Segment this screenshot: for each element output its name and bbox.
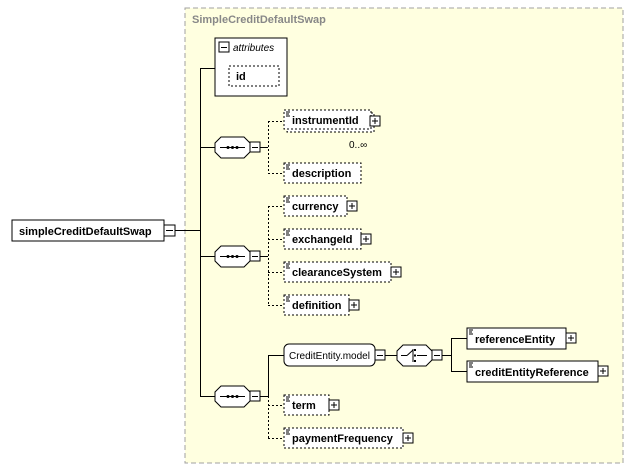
element-currency[interactable]: currency: [283, 195, 348, 217]
sequence-1-collapse-icon[interactable]: [249, 141, 261, 153]
choice-collapse-icon[interactable]: [431, 349, 443, 361]
element-term[interactable]: term: [283, 394, 330, 416]
sequence-3-collapse-icon[interactable]: [249, 390, 261, 402]
paymentFrequency-expand-icon[interactable]: [402, 432, 414, 444]
element-paymentFrequency[interactable]: paymentFrequency: [283, 427, 404, 449]
complex-type-title: SimpleCreditDefaultSwap: [192, 14, 326, 26]
exchangeId-content-icon: [286, 230, 290, 236]
element-term-label: term: [292, 400, 316, 412]
element-creditEntityReference[interactable]: creditEntityReference: [466, 360, 599, 383]
referenceEntity-expand-icon[interactable]: [565, 332, 577, 344]
element-currency-label: currency: [292, 201, 339, 213]
root-element[interactable]: simpleCreditDefaultSwap: [11, 219, 165, 242]
exchangeId-expand-icon[interactable]: [360, 233, 372, 245]
element-instrumentId[interactable]: instrumentId: [283, 109, 375, 133]
element-exchangeId[interactable]: exchangeId: [283, 228, 362, 250]
creditEntityReference-expand-icon[interactable]: [597, 365, 609, 377]
term-expand-icon[interactable]: [328, 399, 340, 411]
element-referenceEntity[interactable]: referenceEntity: [466, 327, 567, 350]
creditEntityReference-content-icon: [469, 362, 473, 368]
attribute-id[interactable]: id: [228, 65, 280, 87]
sequence-2-compositor[interactable]: [214, 245, 251, 268]
element-creditEntityReference-label: creditEntityReference: [475, 367, 589, 379]
clearanceSystem-content-icon: [286, 263, 290, 269]
definition-content-icon: [286, 296, 290, 302]
group-CreditEntity-model-label: CreditEntity.model: [289, 351, 370, 362]
attributes-collapse-icon[interactable]: [218, 41, 230, 53]
root-collapse-icon[interactable]: [163, 224, 176, 237]
element-referenceEntity-label: referenceEntity: [475, 334, 556, 346]
element-exchangeId-label: exchangeId: [292, 234, 353, 246]
element-description-label: description: [292, 168, 352, 180]
sequence-3-compositor[interactable]: [214, 385, 251, 408]
choice-compositor[interactable]: [396, 344, 433, 367]
instrumentId-content-icon: [286, 111, 290, 117]
sequence-2-collapse-icon[interactable]: [249, 250, 261, 262]
element-clearanceSystem[interactable]: clearanceSystem: [283, 261, 392, 283]
element-description[interactable]: description: [283, 162, 362, 184]
root-element-label: simpleCreditDefaultSwap: [19, 226, 152, 238]
term-content-icon: [286, 396, 290, 402]
element-definition[interactable]: definition: [283, 294, 350, 316]
definition-expand-icon[interactable]: [348, 299, 360, 311]
referenceEntity-content-icon: [469, 329, 473, 335]
element-instrumentId-label: instrumentId: [292, 115, 359, 127]
attributes-header: attributes: [233, 43, 274, 54]
attribute-id-label: id: [236, 71, 246, 83]
sequence-1-compositor[interactable]: [214, 136, 251, 159]
currency-content-icon: [286, 197, 290, 203]
group-CreditEntity-model[interactable]: CreditEntity.model: [283, 343, 376, 367]
paymentFrequency-content-icon: [286, 429, 290, 435]
currency-expand-icon[interactable]: [346, 200, 358, 212]
instrumentId-expand-icon[interactable]: [369, 115, 381, 127]
instrumentId-occurrence: 0..∞: [349, 140, 367, 151]
description-content-icon: [286, 164, 290, 170]
element-clearanceSystem-label: clearanceSystem: [292, 267, 382, 279]
clearanceSystem-expand-icon[interactable]: [390, 266, 402, 278]
element-definition-label: definition: [292, 300, 342, 312]
group-collapse-icon[interactable]: [374, 349, 386, 361]
element-paymentFrequency-label: paymentFrequency: [292, 433, 394, 445]
